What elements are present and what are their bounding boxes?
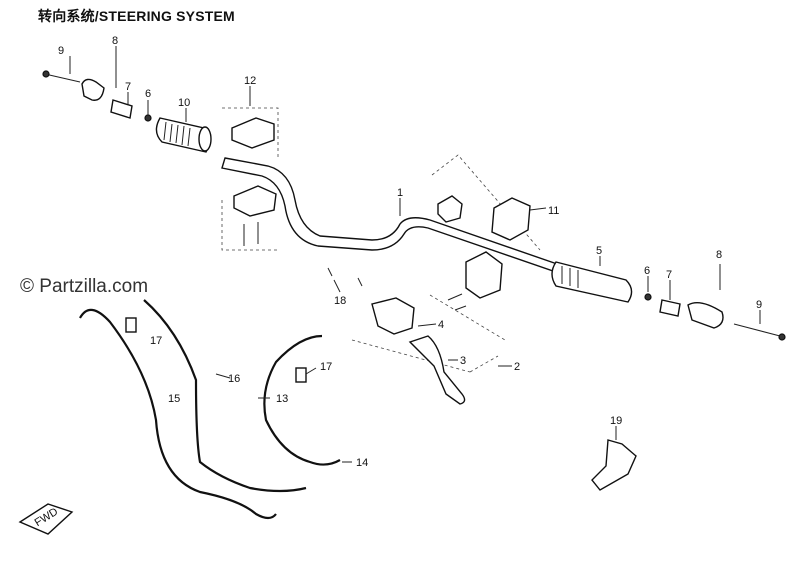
callout-15: 15 [168, 393, 180, 405]
callout-11: 11 [548, 205, 559, 217]
brake-lever-assembly [351, 297, 499, 405]
right-switch-assembly [429, 154, 541, 341]
callout-1: 1 [397, 187, 403, 199]
callout-6-left: 6 [145, 88, 151, 100]
callout-18: 18 [334, 295, 346, 307]
diagram-title: 转向系统/STEERING SYSTEM [38, 8, 235, 24]
bracket-19 [591, 439, 637, 491]
callout-19: 19 [610, 415, 622, 427]
leader-lines [69, 46, 761, 463]
callout-7-right: 7 [666, 269, 672, 281]
callout-17-right: 17 [320, 361, 332, 373]
callouts: 8 9 7 6 10 12 1 11 5 6 7 8 9 4 3 2 18 17… [58, 35, 762, 469]
callout-17-left: 17 [150, 335, 162, 347]
fwd-arrow: FWD [18, 503, 74, 535]
callout-8-left: 8 [112, 35, 118, 47]
callout-9-right: 9 [756, 299, 762, 311]
callout-10: 10 [178, 97, 190, 109]
callout-13: 13 [276, 393, 288, 405]
callout-14: 14 [356, 457, 368, 469]
callout-2: 2 [514, 361, 520, 373]
callout-3: 3 [460, 355, 466, 367]
callout-5: 5 [596, 245, 602, 257]
left-switch-assembly [221, 107, 279, 251]
callout-8-right: 8 [716, 249, 722, 261]
left-grip-assembly [42, 70, 212, 153]
cable-clips [125, 317, 307, 383]
watermark: © Partzilla.com [20, 276, 149, 297]
callout-7-left: 7 [125, 81, 131, 93]
bolts-18 [327, 267, 363, 287]
callout-6-right: 6 [644, 265, 650, 277]
callout-12: 12 [244, 75, 256, 87]
cables [79, 299, 341, 520]
callout-4: 4 [438, 319, 444, 331]
right-grip-assembly [551, 261, 786, 341]
callout-9-left: 9 [58, 45, 64, 57]
callout-16: 16 [228, 373, 240, 385]
